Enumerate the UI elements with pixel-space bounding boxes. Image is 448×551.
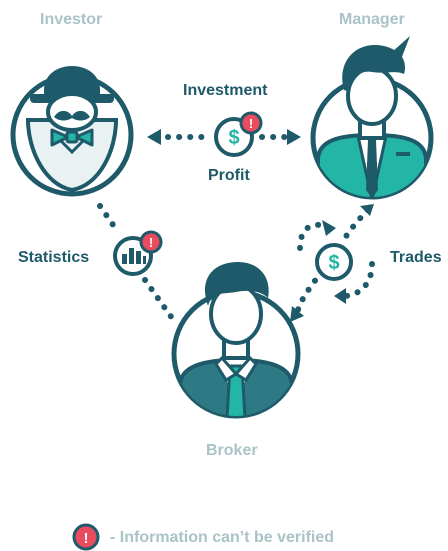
trades-arrow-down-icon xyxy=(334,288,346,304)
arrowhead-left-icon xyxy=(147,129,161,145)
legend-note: - Information can’t be verified xyxy=(110,529,335,546)
trades-connector xyxy=(295,207,375,313)
trades-label: Trades xyxy=(390,249,442,266)
broker-label: Broker xyxy=(206,442,258,459)
statistics-connector xyxy=(97,203,175,321)
manager-avatar xyxy=(310,36,434,200)
dollar-icon: $ xyxy=(228,127,239,149)
legend-alert-badge: ! xyxy=(72,523,100,551)
trades-arrow-manager-icon xyxy=(360,204,374,216)
manager-label: Manager xyxy=(339,11,405,28)
broker-avatar xyxy=(171,262,301,419)
arrowhead-right-icon xyxy=(287,129,301,145)
profit-label: Profit xyxy=(208,167,250,184)
alert-icon: ! xyxy=(84,530,89,547)
investor-label: Investor xyxy=(40,11,103,28)
alert-icon: ! xyxy=(249,116,253,131)
investment-label: Investment xyxy=(183,82,268,99)
trades-arrow-up-icon xyxy=(322,220,336,236)
investor-avatar xyxy=(10,66,134,197)
alert-badge-statistics: ! xyxy=(139,230,163,254)
trades-badge: $ xyxy=(315,243,353,281)
bar-chart-icon xyxy=(122,248,146,264)
dollar-icon: $ xyxy=(328,252,339,274)
statistics-label: Statistics xyxy=(18,249,90,266)
alert-badge-investment: ! xyxy=(239,111,263,135)
alert-icon: ! xyxy=(149,235,153,250)
trades-arrow-broker-icon xyxy=(290,306,304,322)
